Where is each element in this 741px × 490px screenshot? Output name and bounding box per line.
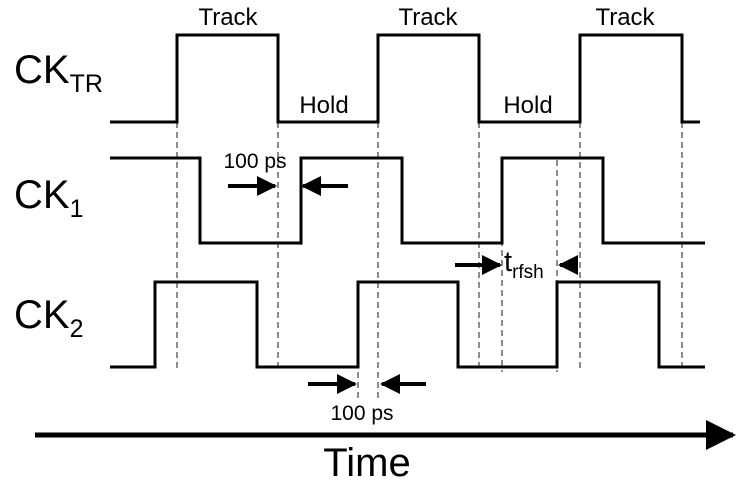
ck1-label: CK1: [14, 173, 83, 223]
ck2-label: CK2: [14, 293, 83, 343]
ck-tr-waveform: [110, 33, 700, 124]
track-label: Track: [398, 4, 458, 31]
track-label: Track: [595, 4, 655, 31]
ck-tr-label: CKTR: [14, 48, 103, 98]
gap-label-top: 100 ps: [223, 150, 286, 173]
refresh-label: trfsh: [504, 246, 544, 283]
ck1-waveform: [110, 156, 705, 245]
track-label: Track: [198, 4, 258, 31]
hold-label: Hold: [503, 92, 552, 119]
ck2-waveform: [110, 280, 705, 369]
time-axis-label: Time: [323, 441, 410, 485]
gap-label-bottom: 100 ps: [330, 402, 393, 425]
hold-label: Hold: [299, 92, 348, 119]
